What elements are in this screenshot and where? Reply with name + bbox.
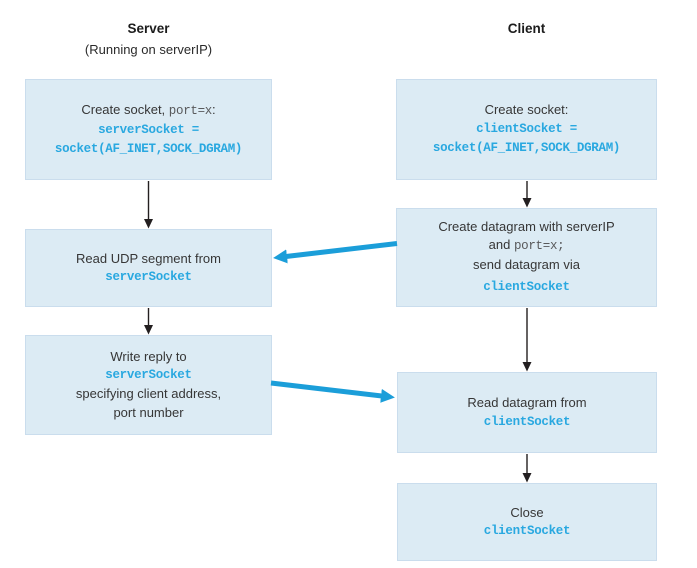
code-line: clientSocket (483, 524, 571, 539)
text-line: Create socket, port=x: (81, 100, 215, 121)
server-write-reply-box: Write reply to serverSocket specifying c… (25, 335, 272, 435)
text-line: specifying client address, (75, 386, 222, 402)
text-line: Close (510, 504, 544, 520)
client-column-header: Client (396, 21, 657, 38)
text-line: send datagram via (473, 256, 580, 272)
text-line: Write reply to (110, 348, 187, 364)
server-column-header: Server (Running on serverIP) (25, 21, 272, 57)
server-create-socket-box: Create socket, port=x: serverSocket = so… (25, 79, 272, 180)
text-line: Create datagram with serverIP (438, 218, 615, 234)
arrow-reply-server-to-client (270, 380, 395, 403)
text-segment: : (212, 101, 216, 117)
client-close-socket-box: Close clientSocket (397, 483, 657, 561)
code-line: socket(AF_INET,SOCK_DGRAM) (432, 141, 621, 156)
text-segment: and (488, 237, 514, 253)
text-line: port number (113, 404, 184, 420)
client-column-title: Client (507, 21, 546, 36)
text-line: Read UDP segment from (76, 250, 221, 266)
code-line: serverSocket (105, 368, 192, 383)
arrow-datagram-client-to-server (273, 241, 398, 264)
code-line: socket(AF_INET,SOCK_DGRAM) (54, 141, 243, 156)
client-create-datagram-box: Create datagram with serverIP and port=x… (396, 208, 657, 307)
client-create-socket-box: Create socket: clientSocket = socket(AF_… (396, 79, 657, 180)
code-line: serverSocket = (98, 122, 199, 137)
text-segment: Create socket, (81, 101, 169, 117)
code-line: clientSocket (483, 414, 571, 429)
client-read-datagram-box: Read datagram from clientSocket (397, 372, 657, 453)
code-segment-port: port=x; (513, 239, 565, 254)
text-line: Create socket: (484, 102, 569, 118)
code-line: serverSocket (105, 270, 192, 285)
text-line: Read datagram from (467, 395, 587, 411)
code-line: clientSocket (483, 279, 570, 294)
server-read-segment-box: Read UDP segment from serverSocket (25, 229, 272, 307)
text-line: and port=x; (489, 236, 565, 256)
server-column-subtitle: (Running on serverIP) (84, 41, 213, 57)
code-segment-port: port=x (168, 103, 213, 118)
server-column-title: Server (127, 21, 170, 36)
code-line: clientSocket = (476, 121, 577, 136)
